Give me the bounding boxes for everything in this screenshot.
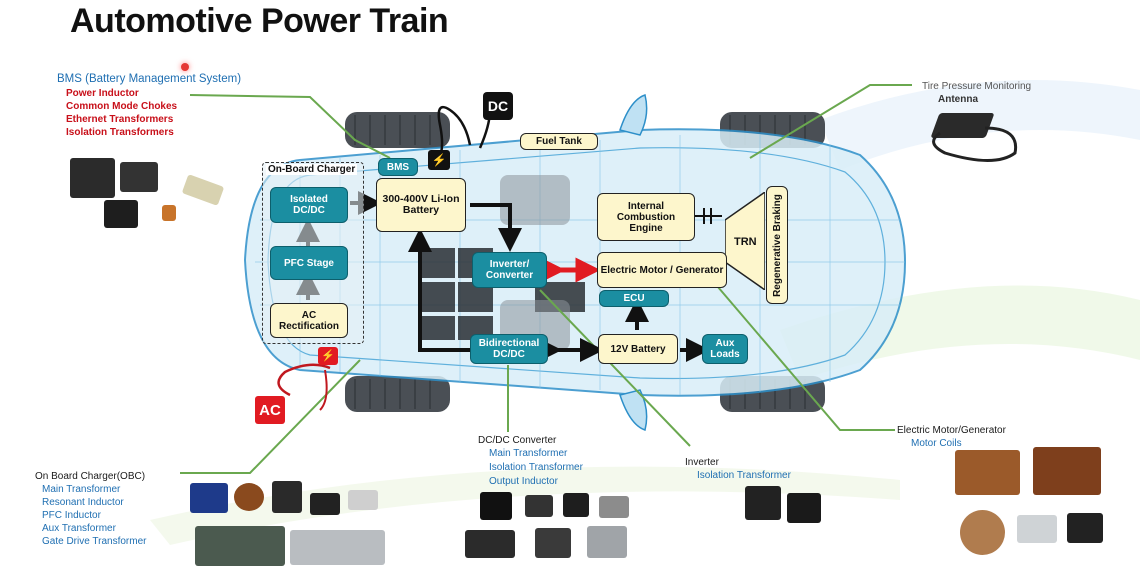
- inverter-box: Inverter/ Converter: [472, 252, 547, 288]
- pfc-stage-box: PFC Stage: [270, 246, 348, 280]
- tpms-callout-heading: Tire Pressure Monitoring: [922, 81, 1032, 92]
- regen-braking-box: Regenerative Braking: [766, 186, 788, 304]
- bms-box: BMS: [378, 158, 418, 176]
- ecu-box: ECU: [599, 290, 669, 307]
- obc-components-image: [190, 478, 390, 568]
- bms-callout: BMS (Battery Management System) Power In…: [57, 73, 241, 139]
- dcdc-callout-heading: DC/DC Converter: [478, 435, 557, 446]
- bms-components-image: [62, 150, 232, 235]
- trn-label: TRN: [734, 236, 757, 248]
- obc-item: Main Transformer: [42, 484, 121, 495]
- motor-callout-heading: Electric Motor/Generator: [897, 425, 1006, 436]
- bms-item: Common Mode Chokes: [66, 101, 178, 112]
- motor-callout: Electric Motor/Generator Motor Coils: [897, 424, 1006, 450]
- onboard-charger-label: On-Board Charger: [266, 164, 358, 175]
- bms-item: Power Inductor: [66, 88, 139, 99]
- motor-coils-image: [955, 445, 1115, 563]
- dcdc-item: Isolation Transformer: [489, 462, 583, 473]
- obc-item: Resonant Inductor: [42, 497, 124, 508]
- motor-box: Electric Motor / Generator: [597, 252, 727, 288]
- battery-box: 300-400V Li-Ion Battery: [376, 178, 466, 232]
- inverter-callout: Inverter Isolation Transformer: [685, 456, 791, 482]
- obc-callout-heading: On Board Charger(OBC): [35, 471, 146, 482]
- bms-callout-heading: BMS (Battery Management System): [57, 73, 242, 85]
- ac-rectification-box: AC Rectification: [270, 303, 348, 338]
- regen-braking-label: Regenerative Braking: [771, 193, 783, 297]
- inverter-item: Isolation Transformer: [697, 470, 791, 481]
- inverter-callout-heading: Inverter: [685, 457, 719, 468]
- inverter-components-image: [745, 483, 825, 533]
- obc-item: PFC Inductor: [42, 510, 101, 521]
- dc-plug-icon: DC: [483, 92, 513, 120]
- ac-connector-icon: ⚡: [318, 347, 338, 365]
- dcdc-item: Main Transformer: [489, 448, 568, 459]
- bms-item: Isolation Transformers: [66, 127, 174, 138]
- obc-item: Aux Transformer: [42, 523, 116, 534]
- fuel-tank-box: Fuel Tank: [520, 133, 598, 150]
- tpms-callout-sub: Antenna: [938, 94, 978, 105]
- obc-item: Gate Drive Transformer: [42, 536, 147, 547]
- ice-box: Internal Combustion Engine: [597, 193, 695, 241]
- obc-callout: On Board Charger(OBC) Main Transformer R…: [35, 470, 146, 548]
- dcdc-callout: DC/DC Converter Main Transformer Isolati…: [478, 434, 583, 489]
- isolated-dcdc-box: Isolated DC/DC: [270, 187, 348, 223]
- tpms-callout: Tire Pressure Monitoring Antenna: [922, 80, 1031, 106]
- dcdc-item: Output Inductor: [489, 476, 558, 487]
- dcdc-components-image: [455, 490, 635, 568]
- bidirectional-dcdc-box: Bidirectional DC/DC: [470, 334, 548, 364]
- ac-plug-icon: AC: [255, 396, 285, 424]
- battery-12v-box: 12V Battery: [598, 334, 678, 364]
- page-title: Automotive Power Train: [70, 2, 449, 40]
- cursor-dot: [181, 63, 189, 71]
- aux-loads-box: Aux Loads: [702, 334, 748, 364]
- tpms-antenna-image: [925, 108, 1025, 173]
- motor-item: Motor Coils: [911, 438, 962, 449]
- bms-item: Ethernet Transformers: [66, 114, 174, 125]
- dc-connector-icon: ⚡: [428, 150, 450, 170]
